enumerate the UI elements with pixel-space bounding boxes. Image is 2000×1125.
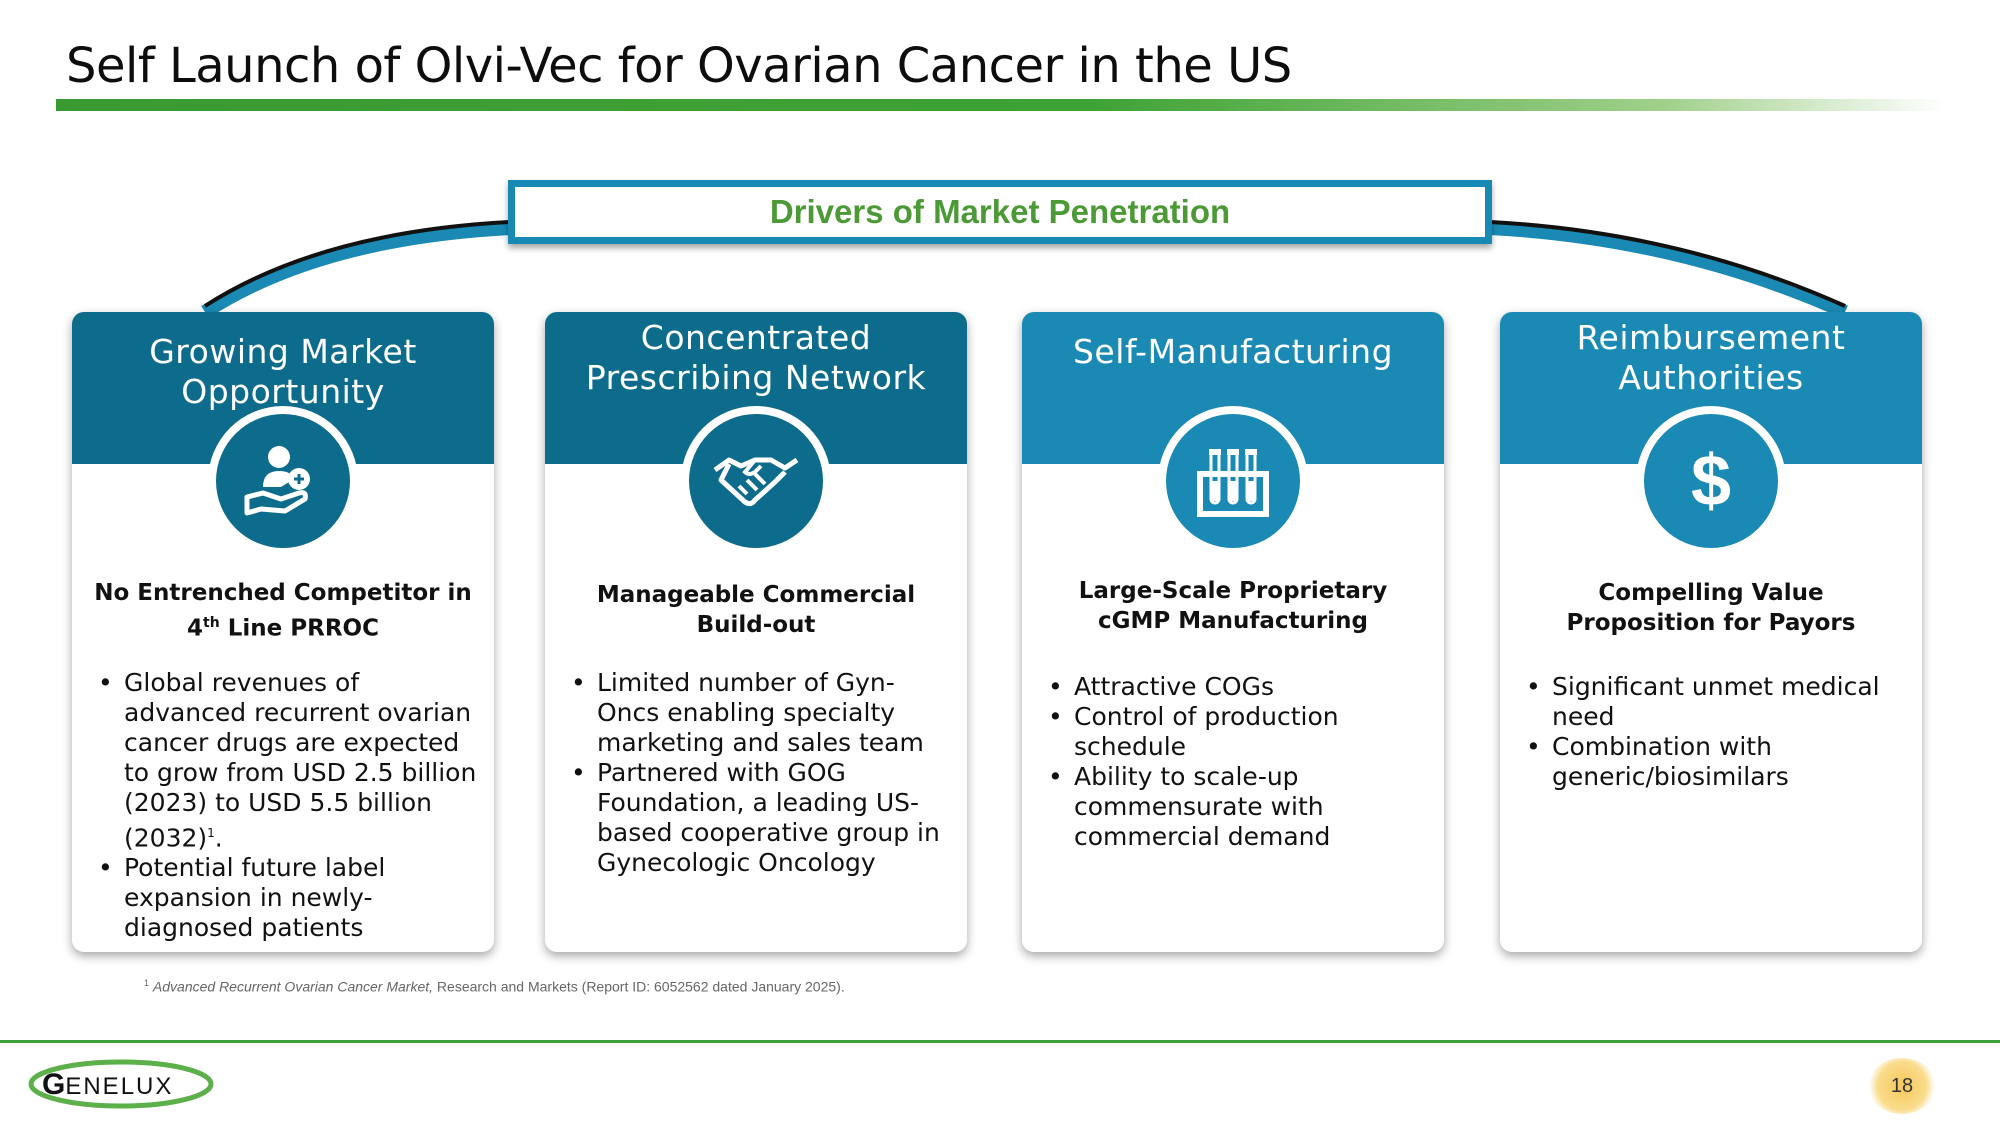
subtitle-line1: Compelling Value xyxy=(1598,580,1824,606)
connector-arc xyxy=(201,220,1848,319)
subtitle-line1: Large-Scale Proprietary xyxy=(1078,578,1388,604)
handshake-icon xyxy=(689,414,823,548)
icon-circle xyxy=(1158,406,1308,556)
card-title-line1: Self-Manufacturing xyxy=(1072,332,1394,371)
subtitle-line2: Proposition for Payors xyxy=(1566,610,1856,636)
icon-circle: $ xyxy=(1636,406,1786,556)
list-item: Potential future label expansion in newl… xyxy=(94,853,484,943)
card-header: Concentrated Prescribing Network xyxy=(545,312,967,464)
page-title: Self Launch of Olvi-Vec for Ovarian Canc… xyxy=(66,38,1292,94)
subtitle-line1: Manageable Commercial xyxy=(596,582,916,608)
subtitle-line2: Build-out xyxy=(696,612,816,638)
card-subtitle: Large-Scale Proprietary cGMP Manufacturi… xyxy=(1042,576,1424,636)
card-title-line1: Concentrated xyxy=(640,318,872,357)
test-tubes-icon xyxy=(1166,414,1300,548)
subtitle-line1: No Entrenched Competitor in xyxy=(94,580,472,606)
icon-circle xyxy=(681,406,831,556)
bullet-list: Limited number of Gyn-Oncs enabling spec… xyxy=(567,668,957,878)
list-item: Ability to scale-up commensurate with co… xyxy=(1044,762,1434,852)
subtitle-line2: cGMP Manufacturing xyxy=(1097,608,1368,634)
footer-divider xyxy=(0,1040,2000,1043)
logo-text: GENELUX xyxy=(42,1068,174,1101)
list-item: Global revenues of advanced recurrent ov… xyxy=(94,668,484,853)
list-item: Combination with generic/biosimilars xyxy=(1522,732,1912,792)
list-item: Significant unmet medical need xyxy=(1522,672,1912,732)
card-self-manufacturing: Self-Manufacturing Large-Scale Proprieta… xyxy=(1022,312,1444,952)
list-item: Limited number of Gyn-Oncs enabling spec… xyxy=(567,668,957,758)
card-title-line2: Authorities xyxy=(1618,358,1804,397)
icon-circle xyxy=(208,406,358,556)
card-title-line1: Reimbursement xyxy=(1576,318,1846,357)
card-title-line2: Prescribing Network xyxy=(585,358,927,397)
bullet-list: Global revenues of advanced recurrent ov… xyxy=(94,668,484,943)
bullet-list: Attractive COGs Control of production sc… xyxy=(1044,672,1434,852)
list-item: Attractive COGs xyxy=(1044,672,1434,702)
card-subtitle: No Entrenched Competitor in 4th Line PRR… xyxy=(92,578,474,644)
page-number: 18 xyxy=(1868,1058,1936,1114)
list-item: Partnered with GOG Foundation, a leading… xyxy=(567,758,957,878)
title-underline xyxy=(56,99,1946,111)
footnote: 1 Advanced Recurrent Ovarian Cancer Mark… xyxy=(144,978,845,995)
bullet-list: Significant unmet medical need Combinati… xyxy=(1522,672,1912,792)
card-subtitle: Compelling Value Proposition for Payors xyxy=(1520,578,1902,638)
drivers-header-box: Drivers of Market Penetration xyxy=(508,180,1492,244)
genelux-logo: GENELUX xyxy=(28,1058,214,1114)
card-title-line2: Opportunity xyxy=(181,372,385,411)
card-prescribing-network: Concentrated Prescribing Network Managea… xyxy=(545,312,967,952)
card-subtitle: Manageable Commercial Build-out xyxy=(565,580,947,640)
drivers-label: Drivers of Market Penetration xyxy=(769,193,1231,230)
card-reimbursement: Reimbursement Authorities $ Compelling V… xyxy=(1500,312,1922,952)
subtitle-line2: 4th Line PRROC xyxy=(187,615,379,642)
list-item: Control of production schedule xyxy=(1044,702,1434,762)
dollar-icon: $ xyxy=(1644,414,1778,548)
card-growing-market: Growing Market Opportunity No Entrenched… xyxy=(72,312,494,952)
patient-care-icon xyxy=(216,414,350,548)
card-title-line1: Growing Market xyxy=(149,332,417,371)
